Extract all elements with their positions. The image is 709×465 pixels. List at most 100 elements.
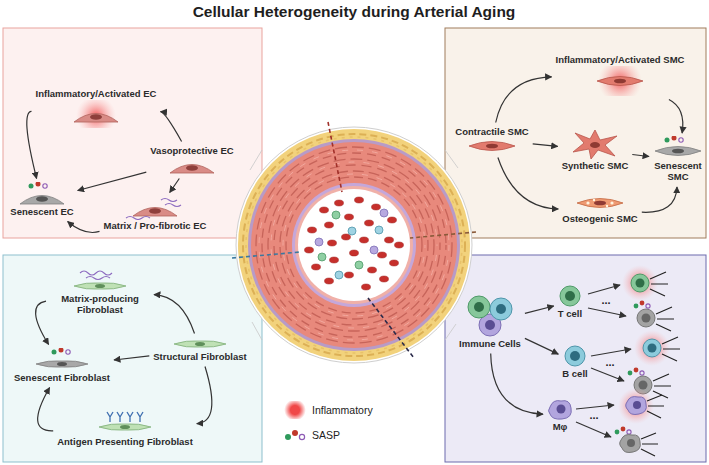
drawing-ellipse: [345, 214, 354, 220]
drawing-path: [576, 405, 614, 409]
transition-arrow: [669, 100, 683, 134]
drawing-path: [653, 374, 671, 398]
cell-label: Vasoprotective EC: [149, 145, 234, 158]
cell-node: Inflammatory/Activated SMC: [555, 54, 686, 97]
drawing-circle: [586, 201, 589, 204]
drawing-g: [655, 147, 701, 156]
cell-node: Synthetic SMC: [561, 128, 630, 173]
drawing-circle: [496, 304, 506, 314]
drawing-ellipse: [95, 284, 105, 288]
drawing-path: [127, 412, 133, 422]
sasp-symbol: [283, 426, 307, 444]
drawing-circle: [627, 439, 635, 447]
drawing-circle: [557, 404, 566, 413]
drawing-circle: [292, 430, 298, 436]
drawing-ellipse: [305, 247, 314, 253]
drawing-ellipse: [594, 200, 606, 205]
drawing-path: [133, 207, 177, 216]
cell-node: T cell: [557, 284, 583, 321]
cell-label: Inflammatory/Activated EC: [35, 88, 158, 101]
drawing-path: [99, 423, 151, 429]
drawing-circle: [335, 271, 343, 279]
drawing-ellipse: [342, 234, 351, 240]
drawing-ellipse: [345, 272, 354, 278]
cell-node: Mφ: [546, 397, 574, 434]
cell-icon: [172, 337, 228, 351]
drawing-circle: [59, 348, 64, 353]
drawing-circle: [259, 150, 449, 340]
transition-arrow: [525, 338, 558, 354]
cell-node: Inflammatory/Activated EC: [35, 88, 158, 129]
drawing-ellipse: [325, 222, 334, 228]
drawing-g: [99, 423, 151, 429]
immune-outcomes: [576, 265, 680, 456]
drawing-circle: [628, 371, 633, 376]
drawing-circle: [634, 368, 639, 373]
drawing-circle: [665, 138, 670, 143]
drawing-path: [549, 400, 572, 419]
drawing-path: [597, 77, 643, 86]
transition-arrow: [114, 356, 149, 360]
cell-label: Antigen Presenting Fibroblast: [56, 436, 194, 449]
transition-arrow: [525, 306, 554, 313]
drawing-circle: [370, 246, 378, 254]
cell-icon: [125, 196, 185, 220]
transition-arrow: [642, 187, 677, 212]
drawing-circle: [315, 238, 323, 246]
drawing-path: [74, 114, 118, 123]
drawing-path: [591, 349, 631, 356]
cell-label: Matrix / Pro-fibrotic EC: [103, 220, 208, 233]
drawing-circle: [355, 261, 363, 269]
drawing-circle: [299, 434, 304, 439]
drawing-circle: [43, 183, 47, 187]
cell-node: Antigen Presenting Fibroblast: [56, 408, 194, 449]
cell-icon: [653, 136, 703, 160]
drawing-circle: [256, 147, 452, 343]
drawing-circle: [606, 204, 608, 206]
cell-node: Vasoprotective EC: [149, 145, 234, 176]
drawing-ellipse: [149, 208, 161, 214]
drawing-path: [410, 232, 476, 238]
drawing-circle: [636, 279, 645, 288]
drawing-circle: [283, 174, 425, 316]
smc-panel: [445, 28, 706, 238]
cell-node: Senescent SMC: [652, 136, 704, 184]
drawing-path: [232, 252, 300, 258]
cell-node: Structural Fibroblast: [152, 337, 247, 364]
drawing-ellipse: [390, 260, 399, 266]
drawing-path: [80, 271, 112, 280]
drawing-circle: [634, 304, 639, 309]
drawing-circle: [285, 434, 291, 440]
drawing-circle: [332, 211, 340, 219]
drawing-ellipse: [368, 267, 377, 273]
cell-icon: [558, 284, 582, 308]
drawing-ellipse: [57, 362, 67, 366]
drawing-ellipse: [335, 200, 344, 206]
transition-arrow: [632, 155, 649, 157]
drawing-ellipse: [365, 220, 374, 226]
drawing-path: [647, 395, 664, 418]
drawing-g: [305, 197, 404, 290]
drawing-ellipse: [380, 276, 389, 282]
drawing-path: [650, 272, 668, 296]
cell-node: Osteogenic SMC: [561, 195, 639, 226]
drawing-circle: [490, 298, 512, 320]
drawing-ellipse: [378, 252, 387, 258]
cell-icon: [546, 397, 574, 421]
drawing-circle: [36, 182, 41, 187]
cell-label: Osteogenic SMC: [561, 213, 639, 226]
cell-label: Senescent EC: [9, 206, 74, 219]
transition-arrow: [197, 367, 212, 424]
legend-text: Inflammatory: [312, 404, 373, 416]
legend-text: SASP: [312, 429, 340, 441]
drawing-g: [133, 207, 177, 216]
cell-icon: [467, 138, 517, 154]
cell-label: Matrix-producing Fibroblast: [49, 293, 151, 317]
drawing-path: [170, 165, 214, 174]
drawing-ellipse: [186, 166, 198, 172]
drawing-circle: [570, 351, 580, 361]
transition-arrow: [170, 179, 180, 193]
drawing-circle: [246, 137, 462, 353]
transition-arrow: [68, 222, 100, 233]
